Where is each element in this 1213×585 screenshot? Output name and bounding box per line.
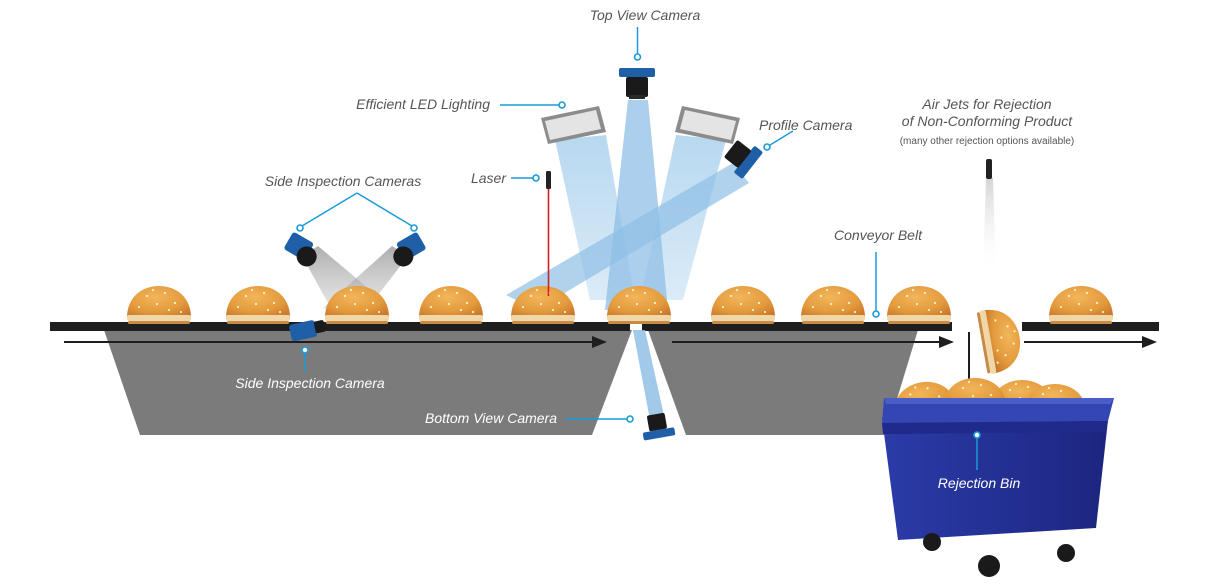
label-profile-camera: Profile Camera xyxy=(759,117,853,133)
bun-1 xyxy=(127,286,191,324)
camera-icon xyxy=(289,320,326,342)
leader-side-inspection-cameras xyxy=(296,192,418,232)
label-top-view-camera: Top View Camera xyxy=(590,7,701,23)
label-air-jets-line1: Air Jets for Rejection xyxy=(921,96,1051,112)
bottom-camera-beam xyxy=(633,330,665,420)
bun-2 xyxy=(226,286,290,324)
led-light-icon xyxy=(675,106,740,144)
label-air-jets-line2: of Non-Conforming Product xyxy=(902,113,1074,129)
label-bottom-view-camera: Bottom View Camera xyxy=(425,410,557,426)
air-jet-nozzle-icon xyxy=(986,159,992,179)
conveyor-frame-middle xyxy=(648,330,918,435)
leader-top-view-camera xyxy=(633,27,642,61)
led-light-icon xyxy=(541,106,606,144)
leader-rejection-bin xyxy=(973,431,981,470)
leader-conveyor-belt xyxy=(872,252,880,318)
belt-direction-arrow-right xyxy=(1024,336,1157,348)
leader-laser xyxy=(511,174,540,182)
leader-bottom-view-camera xyxy=(565,415,634,423)
leader-profile-camera xyxy=(763,130,794,151)
camera-icon xyxy=(284,232,317,267)
label-side-inspection-cameras: Side Inspection Cameras xyxy=(265,173,421,189)
profile-camera-beam xyxy=(506,163,749,310)
belt-direction-arrow-middle xyxy=(672,336,954,348)
laser-icon xyxy=(546,171,551,189)
leader-led-lighting xyxy=(500,101,566,109)
camera-icon xyxy=(393,232,426,267)
air-jet-stream xyxy=(983,178,996,275)
conveyor-frame-left xyxy=(104,330,632,435)
label-side-inspection-camera: Side Inspection Camera xyxy=(235,375,385,391)
bin-icon xyxy=(882,376,1114,577)
leader-side-inspection-camera xyxy=(301,346,309,372)
conveyor-belt-left xyxy=(50,322,630,331)
label-air-jets-note: (many other rejection options available) xyxy=(900,136,1075,147)
label-led-lighting: Efficient LED Lighting xyxy=(356,96,490,112)
label-rejection-bin: Rejection Bin xyxy=(938,475,1021,491)
bun-ejected xyxy=(976,304,1026,375)
conveyor-belt-middle xyxy=(642,322,952,331)
label-laser: Laser xyxy=(471,170,507,186)
bun-9 xyxy=(887,286,951,324)
bun-10 xyxy=(1049,286,1113,324)
belt-direction-arrow-left xyxy=(64,336,607,348)
camera-icon xyxy=(619,68,655,99)
bun-4 xyxy=(419,286,483,324)
bun-8 xyxy=(801,286,865,324)
conveyor-belt-right xyxy=(1022,322,1159,331)
camera-icon xyxy=(642,412,676,441)
camera-icon xyxy=(724,140,763,179)
label-conveyor-belt: Conveyor Belt xyxy=(834,227,923,243)
bun-7 xyxy=(711,286,775,324)
